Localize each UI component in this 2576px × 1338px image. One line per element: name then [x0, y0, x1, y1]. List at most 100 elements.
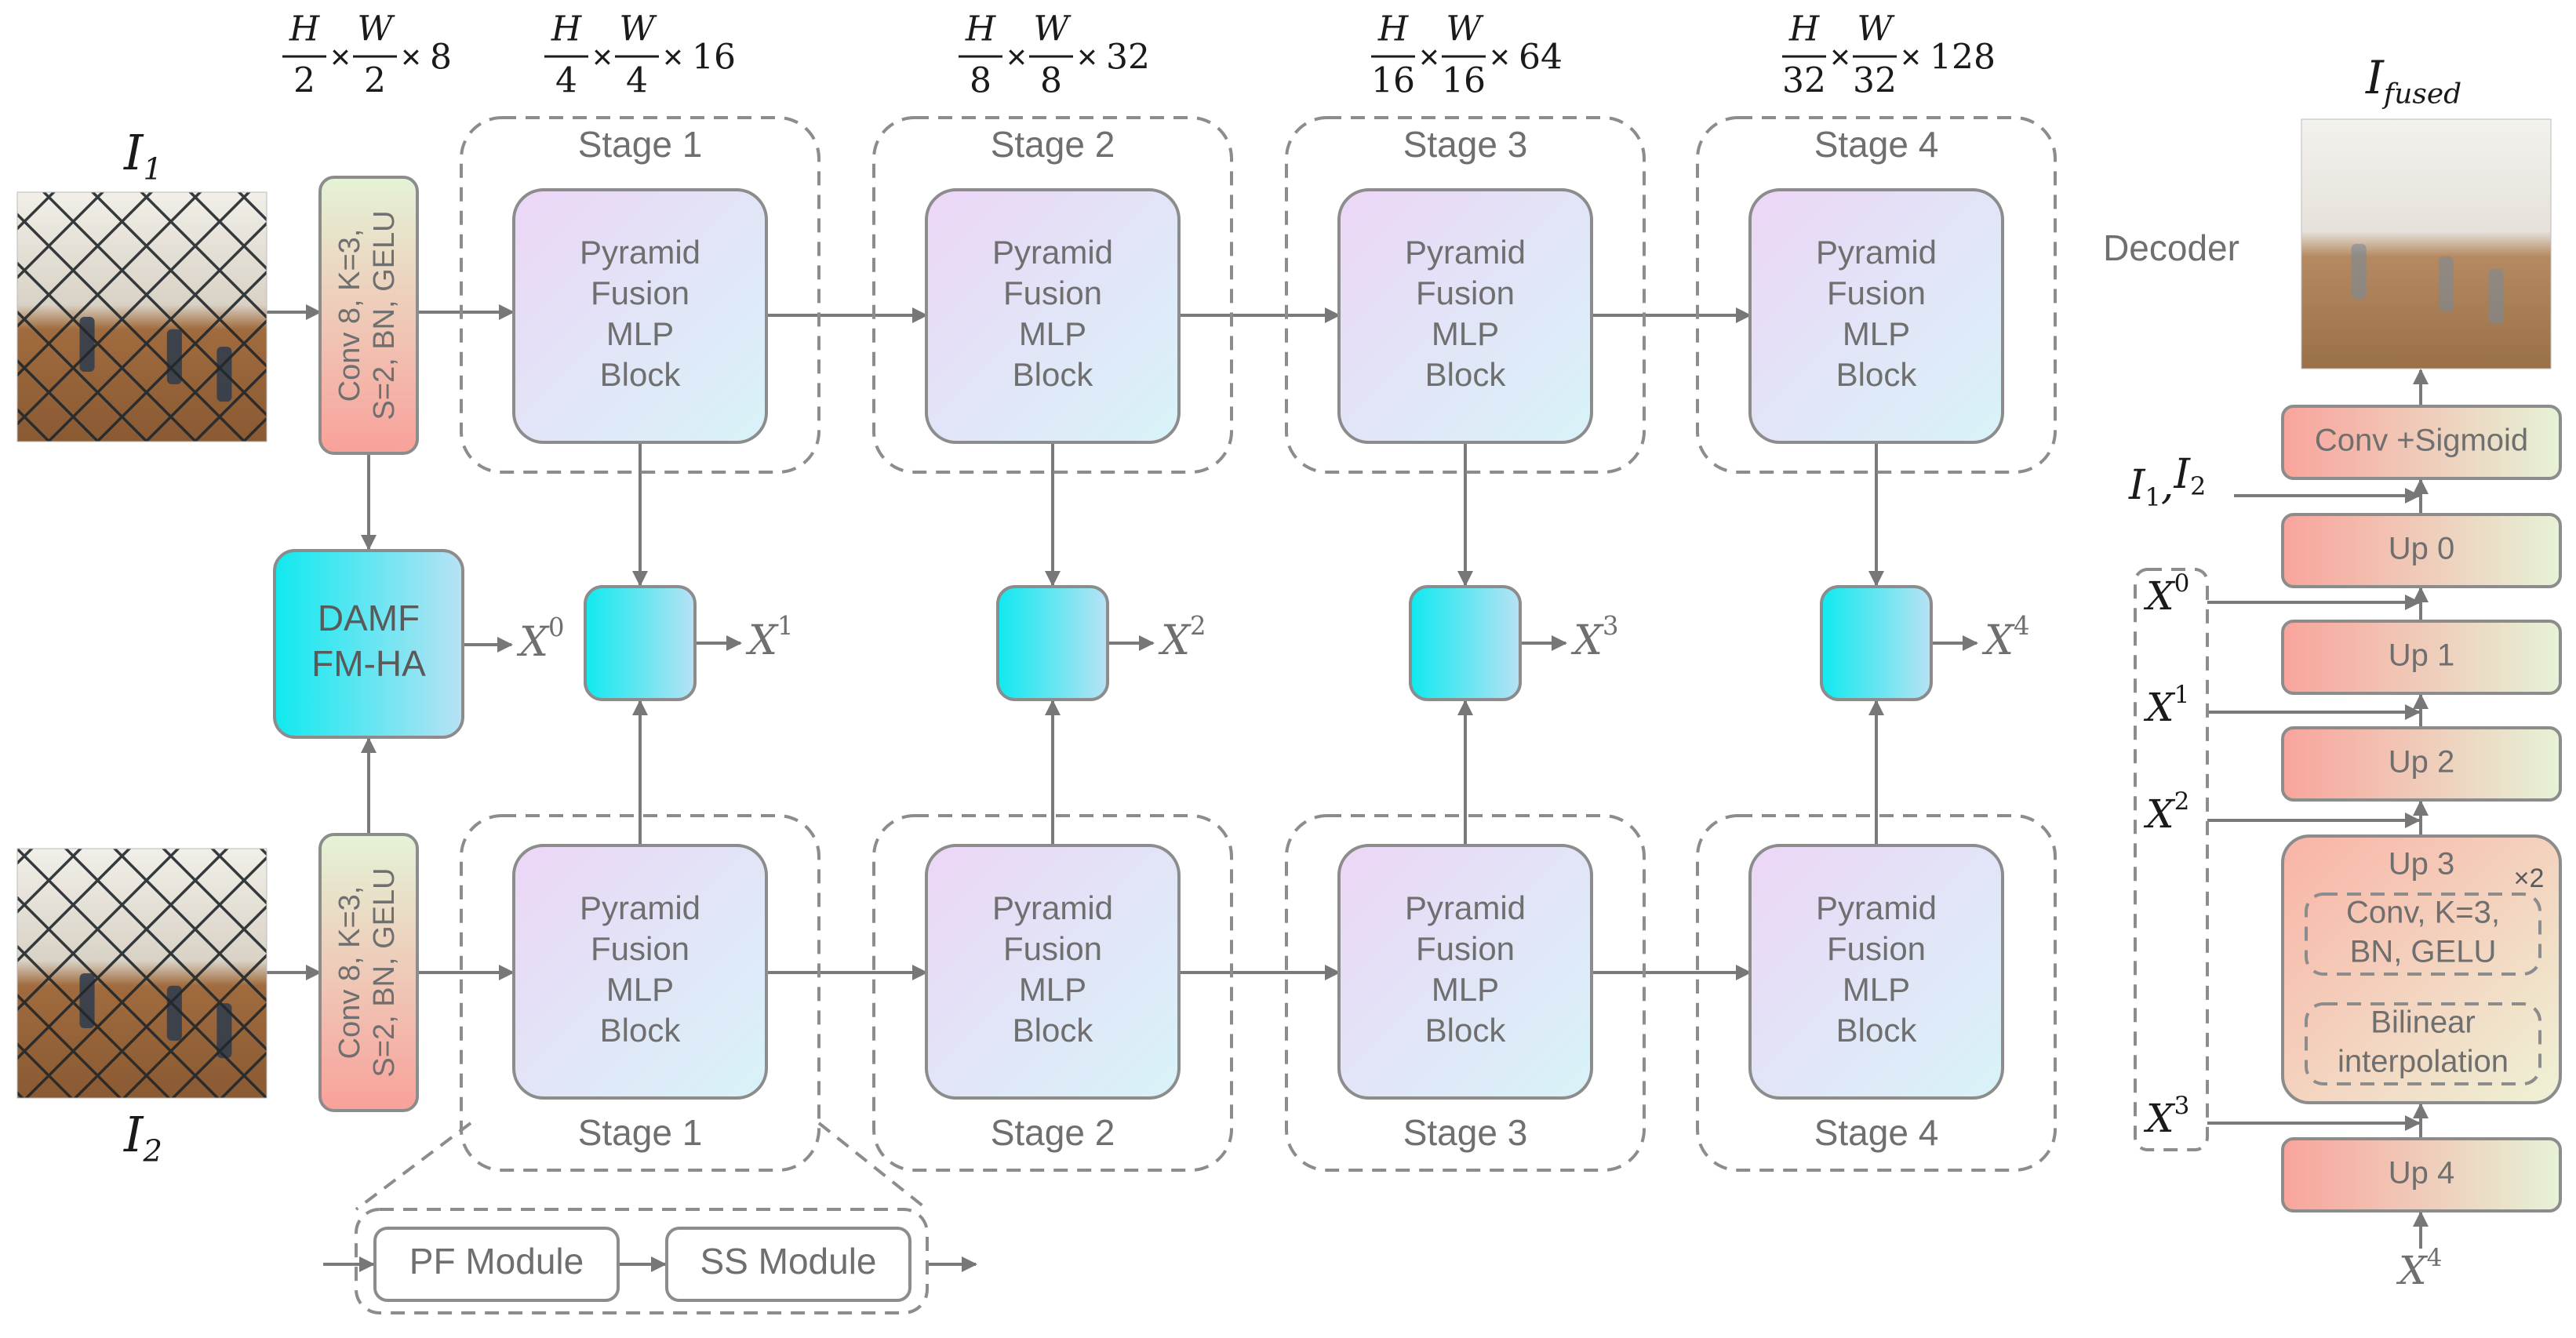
dim-num: H	[1377, 9, 1410, 49]
dim-times: ×	[1490, 38, 1510, 77]
stage-label-bottom-1: Stage 1	[578, 1112, 703, 1153]
pyramid-text-bottom-line: Fusion	[1416, 930, 1515, 967]
dim-num: H	[289, 9, 321, 49]
dim-times: ×	[1901, 38, 1921, 77]
up-block-label-1: Up 1	[2389, 638, 2455, 673]
stage-detail-zoom-right	[817, 1122, 929, 1211]
pyramid-text-top-line: Pyramid	[1405, 234, 1526, 271]
dim-channels: 128	[1930, 38, 1996, 78]
stage-container-top-3	[1285, 116, 1646, 474]
up-block-2	[2281, 726, 2562, 802]
stage-container-bottom-1	[460, 814, 820, 1172]
conv-block-top-text: Conv 8, K=3,	[333, 229, 366, 402]
up-block-label-3: Up 3	[2389, 847, 2455, 882]
stage-label-bottom-4: Stage 4	[1814, 1112, 1939, 1153]
dim-times: ×	[1006, 38, 1027, 77]
stage-detail-container	[355, 1208, 929, 1314]
dim-times: ×	[1830, 38, 1850, 77]
up-block-3	[2281, 834, 2562, 1104]
stage-label-top-4: Stage 4	[1814, 124, 1939, 165]
dim-den: 8	[1040, 61, 1062, 101]
photo-frame	[16, 848, 267, 1099]
dim-den: 4	[626, 61, 648, 101]
pyramid-text-bottom-line: Block	[1013, 1012, 1094, 1049]
pyramid-block-top-1	[512, 188, 768, 444]
dim-times: ×	[330, 38, 351, 77]
pyramid-text-top-line: MLP	[1019, 315, 1086, 352]
pyramid-text-bottom-line: Block	[600, 1012, 682, 1049]
photo-fence	[17, 849, 267, 1098]
up-block-0	[2281, 513, 2562, 588]
conv-block-top-text: S=2, BN, GELU	[368, 210, 401, 420]
dim-num: W	[1857, 9, 1895, 49]
dim-num: W	[357, 9, 395, 49]
pyramid-text-bottom-line: Pyramid	[1405, 889, 1526, 926]
conv-block-bottom	[318, 833, 419, 1112]
input-image-2	[16, 848, 267, 1099]
stage-label-bottom-3: Stage 3	[1403, 1112, 1528, 1153]
stage-container-top-2	[872, 116, 1233, 474]
input-label-1: I1	[123, 124, 162, 187]
skip-label-1: X1	[2143, 681, 2189, 731]
dim-label-3: H8×W8×32	[959, 9, 1150, 101]
pyramid-block-top-4	[1748, 188, 2004, 444]
fused-output-label: Ifused	[2365, 51, 2461, 110]
pyramid-text-bottom-line: MLP	[1019, 971, 1086, 1008]
dim-num: W	[1033, 9, 1072, 49]
pyramid-text-top-line: Fusion	[1003, 275, 1102, 311]
decoder-x4-label: X4	[2396, 1244, 2442, 1294]
pyramid-text-top-line: MLP	[1432, 315, 1499, 352]
up3-conv-box	[2305, 893, 2541, 976]
fused-output-label-3: X3	[1570, 611, 1619, 664]
fusion-block-3	[1409, 585, 1522, 701]
dim-den: 2	[364, 61, 386, 101]
photo-person	[2438, 256, 2454, 311]
conv-block-top	[318, 176, 419, 455]
skip-connections-box	[2134, 568, 2209, 1151]
dim-label-5: H32×W32×128	[1782, 9, 1996, 101]
pyramid-block-bottom-4	[1748, 844, 2004, 1100]
up3-conv-text-line: BN, GELU	[2350, 935, 2497, 969]
fused-output-label-1: X1	[745, 611, 794, 664]
dim-times: ×	[1077, 38, 1097, 77]
pf-module-label: PF Module	[409, 1241, 584, 1282]
photo-person	[2351, 244, 2367, 299]
pyramid-text-top-line: Block	[1013, 356, 1094, 393]
dim-channels: 64	[1519, 38, 1563, 78]
conv-block-bottom-text: S=2, BN, GELU	[368, 867, 401, 1077]
up-block-label-2: Up 2	[2389, 745, 2455, 780]
dim-num: H	[1788, 9, 1821, 49]
pf-module-box	[373, 1227, 620, 1302]
x0-label: X0	[516, 613, 565, 666]
fusion-block-4	[1820, 585, 1933, 701]
stage-label-top-1: Stage 1	[578, 124, 703, 165]
pyramid-text-bottom-line: Fusion	[1003, 930, 1102, 967]
dim-den: 32	[1782, 61, 1826, 101]
up-block-4	[2281, 1137, 2562, 1213]
damf-text-line: DAMF	[318, 598, 420, 638]
dim-channels: 16	[692, 38, 736, 78]
stage-label-bottom-2: Stage 2	[991, 1112, 1115, 1153]
photo-frame	[16, 191, 267, 442]
pyramid-text-top-line: Fusion	[1827, 275, 1926, 311]
pyramid-text-top-line: Pyramid	[992, 234, 1113, 271]
up-block-label-4: Up 4	[2389, 1156, 2455, 1191]
fusion-block-2	[996, 585, 1109, 701]
pyramid-text-bottom-line: Fusion	[1827, 930, 1926, 967]
pyramid-text-top-line: Block	[1425, 356, 1507, 393]
up3-repeat-label: ×2	[2514, 864, 2545, 893]
decoder-input-label: I1,I2	[2128, 451, 2206, 512]
photo-background	[2301, 119, 2551, 369]
dim-den: 32	[1853, 61, 1897, 101]
up3-interp-box	[2305, 1002, 2541, 1085]
pyramid-text-bottom-line: MLP	[1432, 971, 1499, 1008]
stage-container-top-4	[1696, 116, 2057, 474]
pyramid-block-bottom-1	[512, 844, 768, 1100]
pyramid-text-bottom-line: Fusion	[591, 930, 689, 967]
pyramid-text-bottom-line: Pyramid	[992, 889, 1113, 926]
dim-channels: 8	[430, 38, 452, 78]
pyramid-text-top-line: Pyramid	[1816, 234, 1937, 271]
dim-label-4: H16×W16×64	[1371, 9, 1563, 101]
photo-person	[2488, 268, 2504, 324]
